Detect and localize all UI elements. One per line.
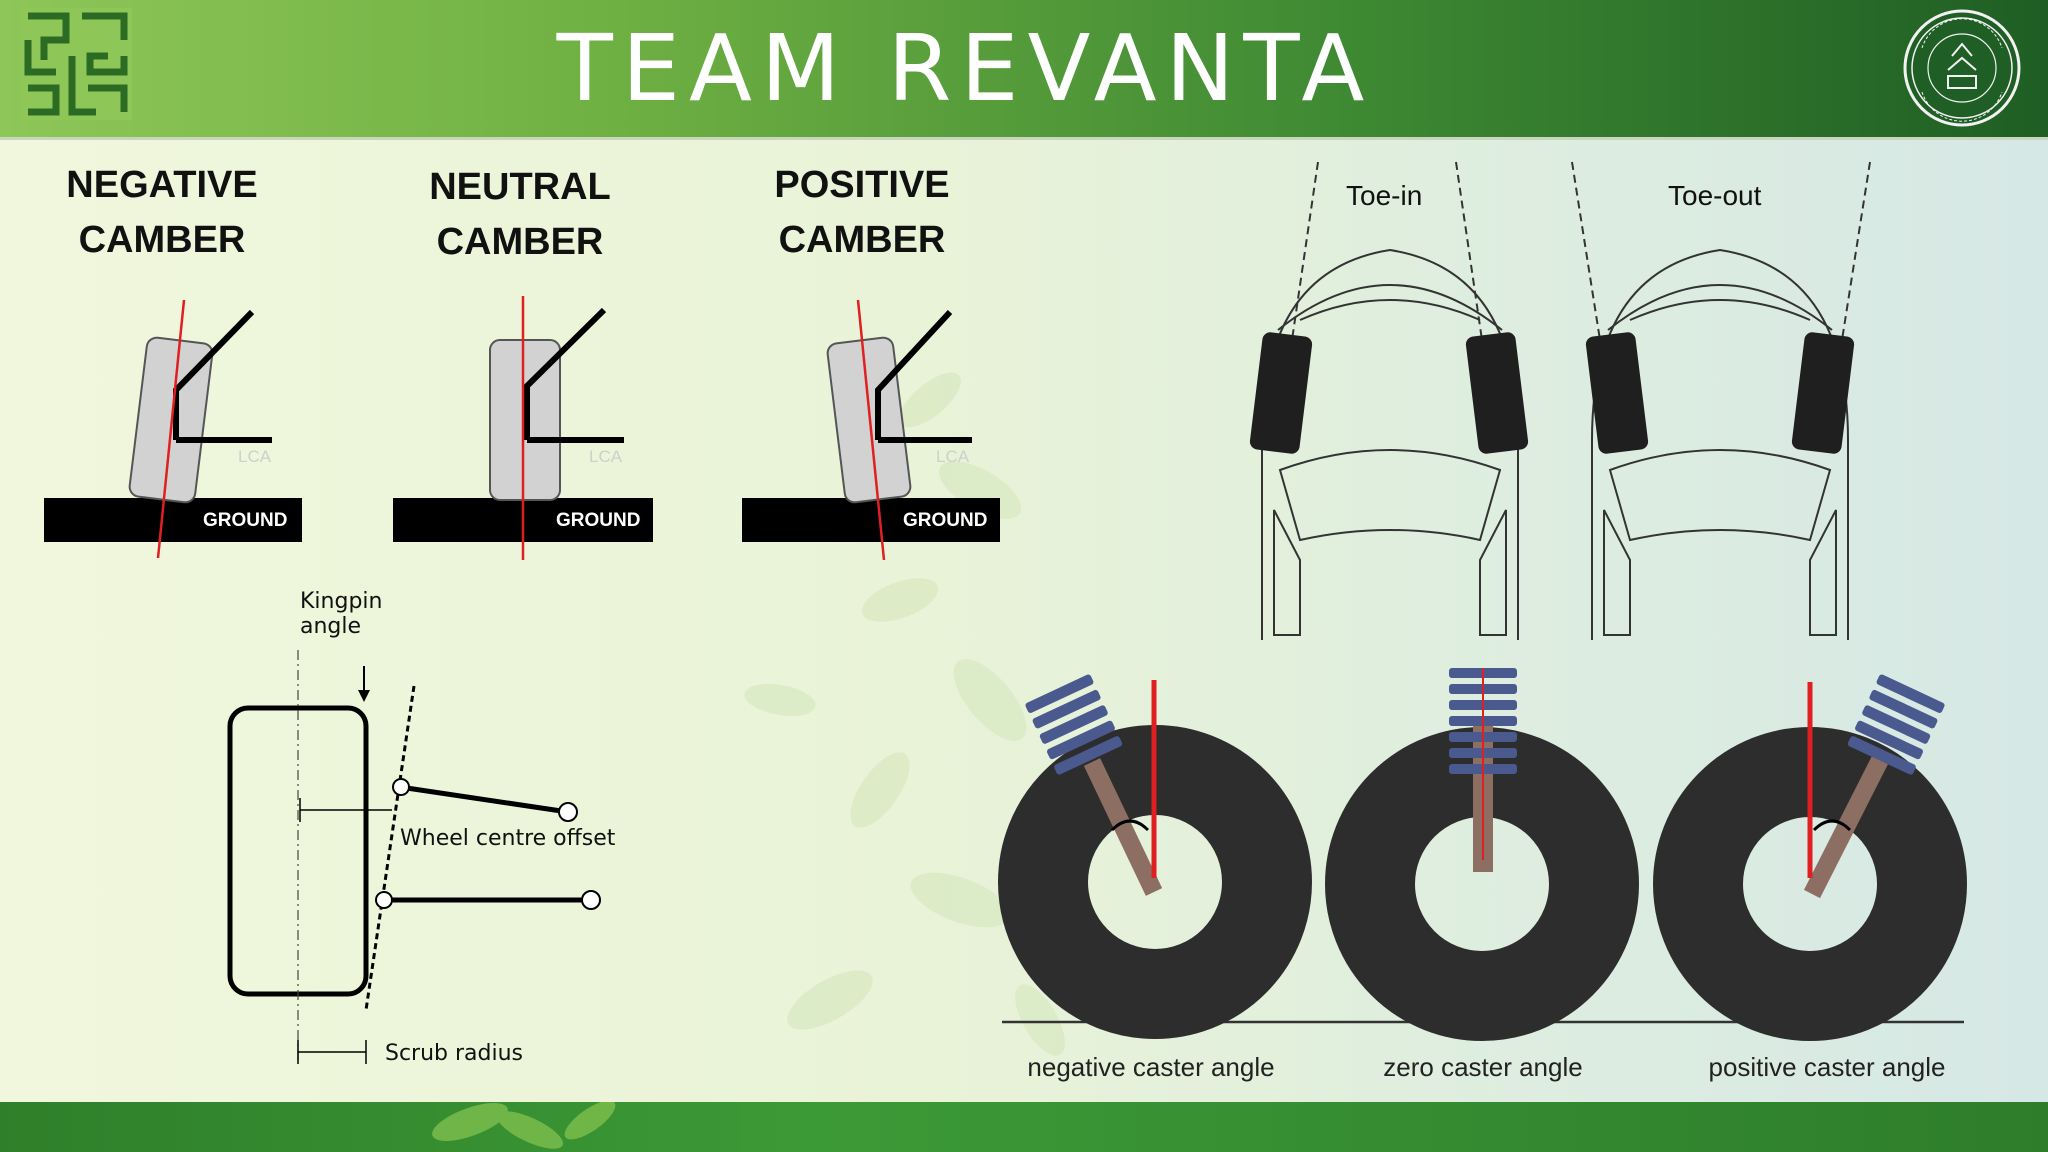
lca-label-neutral: LCA — [589, 447, 623, 466]
kingpin-angle-label: Kingpin angle — [300, 589, 382, 639]
negative-camber-diagram — [44, 299, 302, 559]
lca-label-positive: LCA — [936, 447, 970, 466]
zero-caster-label: zero caster angle — [1383, 1052, 1583, 1082]
ground-label-negative: GROUND — [203, 510, 288, 531]
negative-camber-title-line2: CAMBER — [78, 219, 246, 261]
scrub-radius-label: Scrub radius — [385, 1041, 524, 1066]
positive-camber-title-line2: CAMBER — [778, 219, 946, 261]
toe-out-label: Toe-out — [1668, 180, 1762, 211]
header-divider — [0, 137, 2048, 140]
positive-camber-title: POSITIVE CAMBER — [732, 158, 992, 268]
ground-label-positive: GROUND — [903, 510, 988, 531]
toe-out-right-tyre — [1791, 332, 1855, 454]
leaf-background-decoration — [744, 372, 1065, 1056]
toe-in-right-tyre — [1465, 332, 1529, 454]
footer-bar — [0, 1102, 2048, 1152]
negative-caster-label: negative caster angle — [1027, 1052, 1275, 1082]
footer-leaf-decoration — [432, 1102, 616, 1149]
neutral-camber-title-line2: CAMBER — [436, 221, 604, 263]
wheel-centre-offset-label: Wheel centre offset — [400, 826, 616, 851]
kingpin-diagram — [227, 650, 601, 1064]
toe-out-left-tyre — [1585, 332, 1649, 454]
negative-camber-title: NEGATIVE CAMBER — [32, 158, 292, 268]
kingpin-angle-label-line2: angle — [300, 614, 362, 639]
slide-content: NEGATIVE CAMBER NEUTRAL CAMBER POSITIVE … — [0, 140, 2048, 1102]
caster-diagrams — [998, 668, 1967, 1041]
header-bar: TEAM REVANTA — [0, 0, 2048, 137]
neutral-camber-title: NEUTRAL CAMBER — [390, 160, 650, 270]
lca-label-negative: LCA — [238, 447, 272, 466]
toe-in-left-tyre — [1249, 332, 1313, 454]
neutral-camber-title-line1: NEUTRAL — [429, 166, 611, 208]
neutral-camber-diagram — [393, 296, 653, 560]
positive-caster-diagram — [1653, 674, 1967, 1041]
negative-camber-title-line1: NEGATIVE — [66, 164, 258, 206]
kingpin-angle-label-line1: Kingpin — [300, 589, 383, 614]
toe-diagrams — [1249, 161, 1871, 640]
positive-caster-label: positive caster angle — [1708, 1052, 1946, 1082]
page-title: TEAM REVANTA — [556, 15, 1374, 122]
zero-caster-diagram — [1325, 668, 1639, 1041]
negative-caster-diagram — [998, 674, 1312, 1039]
positive-camber-diagram — [742, 299, 1000, 561]
camber-diagrams — [44, 296, 1000, 561]
maze-logo-icon — [20, 8, 132, 120]
toe-in-label: Toe-in — [1346, 180, 1423, 211]
ground-label-neutral: GROUND — [556, 510, 641, 531]
positive-camber-title-line1: POSITIVE — [774, 164, 950, 206]
